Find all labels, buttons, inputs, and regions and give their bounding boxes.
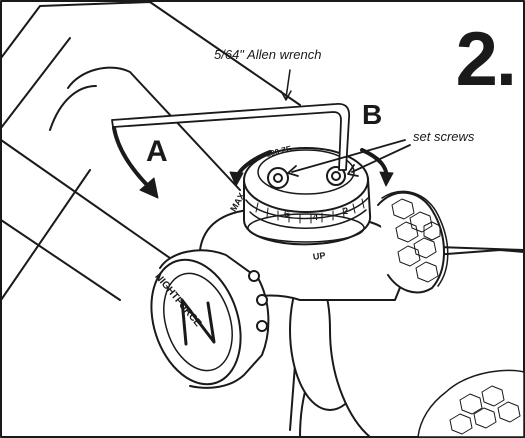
marker-b-label: B (362, 99, 383, 130)
brand-logo-mark (180, 298, 216, 346)
allen-wrench (111, 103, 351, 171)
windage-turret (377, 190, 449, 294)
wrench-label: 5/64" Allen wrench (214, 47, 322, 62)
step-number: 2. (455, 17, 517, 102)
turret-number-6: 6 (284, 209, 290, 219)
set-screw-pointer-left (291, 139, 406, 173)
turret-up-text: UP (312, 250, 327, 262)
set-screws-label: set screws (413, 129, 475, 144)
turret-number-4: 4 (313, 212, 319, 222)
elevation-turret (243, 147, 372, 246)
turret-number-2: 2 (343, 206, 349, 216)
wrench-leader-line (285, 69, 291, 99)
rotation-arrow-a (112, 126, 152, 190)
marker-a-label: A (146, 135, 168, 168)
side-focus-knob (150, 249, 270, 389)
set-screw-pointer-right (351, 144, 411, 173)
objective-bell (417, 369, 525, 438)
eyepiece-outline (49, 66, 241, 191)
